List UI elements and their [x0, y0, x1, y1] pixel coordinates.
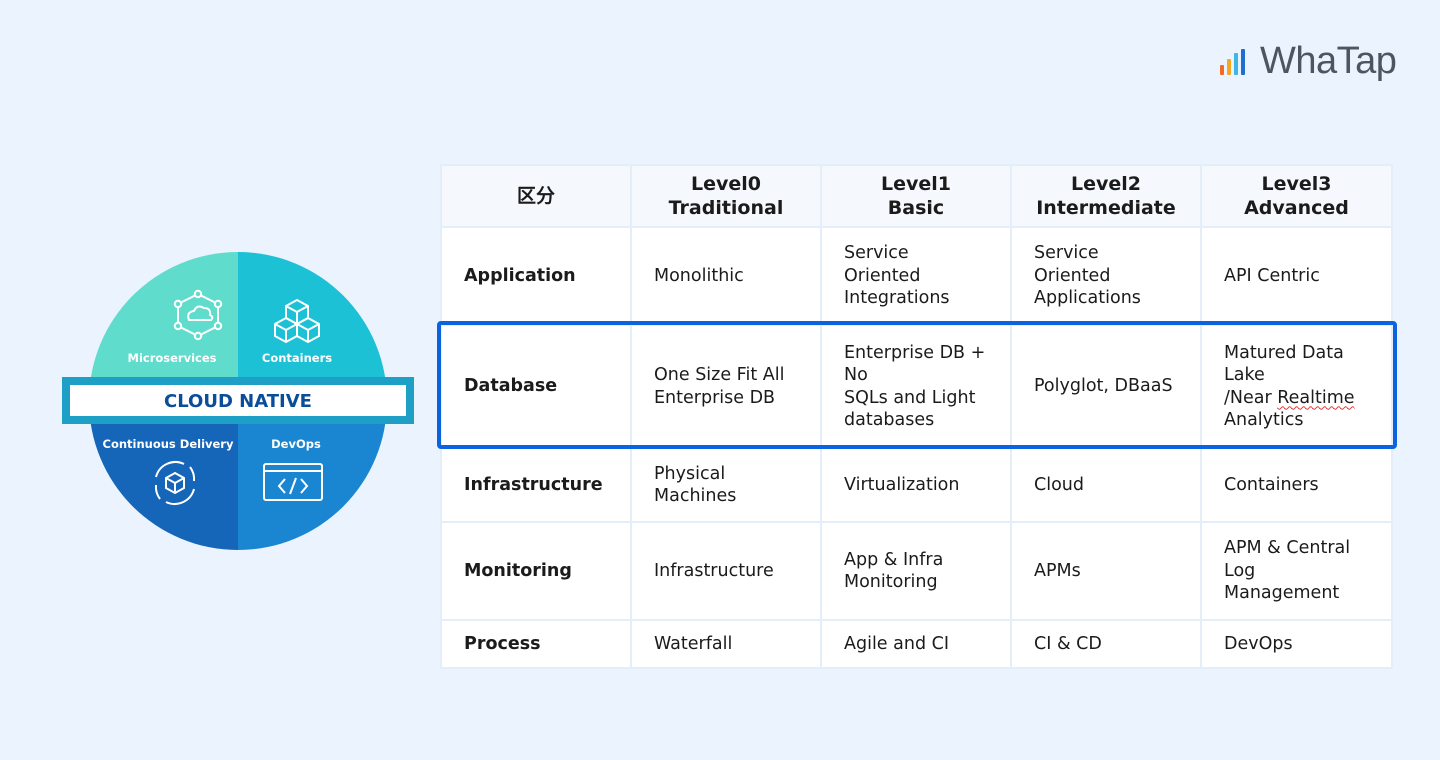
table-row: Infrastructure Physical Machines Virtualiz… [440, 447, 1393, 523]
cell-text: APM & Central Log Management [1224, 538, 1351, 604]
bar-chart-logo-icon [1220, 48, 1245, 75]
column-header-line1: Level3 [1261, 173, 1332, 195]
table-cell: App & Infra Monitoring [820, 521, 1012, 621]
cell-text: Waterfall [654, 633, 733, 654]
cell-text: Infrastructure [654, 560, 774, 581]
table-cell: API Centric [1200, 226, 1393, 326]
column-header-line2: Advanced [1244, 197, 1349, 219]
table-cell: APMs [1010, 521, 1202, 621]
cell-text: Matured Data Lake /Near Realtime Analyti… [1224, 342, 1355, 431]
devops-label: DevOps [271, 437, 321, 451]
table-cell: Agile and CI [820, 619, 1012, 669]
table-cell: Physical Machines [630, 447, 822, 523]
table-cell: APM & Central Log Management [1200, 521, 1393, 621]
table-cell: Infrastructure [630, 521, 822, 621]
column-header-line2: Basic [887, 197, 945, 219]
column-header-line1: Level1 [881, 173, 951, 195]
table-cell: Waterfall [630, 619, 822, 669]
table-cell: Virtualization [820, 447, 1012, 523]
row-label: Database [440, 324, 632, 449]
cell-text: Polyglot, DBaaS [1034, 376, 1173, 397]
cell-text: APMs [1034, 560, 1081, 581]
table-cell: Polyglot, DBaaS [1010, 324, 1202, 449]
cell-text: Service Oriented Applications [1034, 243, 1141, 309]
column-header-line2: Intermediate [1036, 197, 1176, 219]
cell-text: Physical Machines [654, 463, 737, 507]
table-row: Process Waterfall Agile and CI CI & CD DevOp… [440, 619, 1393, 669]
table-cell: Containers [1200, 447, 1393, 523]
code-window-icon [263, 463, 323, 501]
table-cell: Service Oriented Integrations [820, 226, 1012, 326]
cell-text: API Centric [1224, 265, 1320, 286]
cell-text: Virtualization [844, 474, 960, 495]
cell-text: DevOps [1224, 633, 1293, 654]
row-label: Process [440, 619, 632, 669]
table-row: Database One Size Fit All Enterprise DB En… [440, 324, 1393, 449]
continuous-delivery-label: Continuous Delivery [103, 437, 234, 451]
table-cell: Cloud [1010, 447, 1202, 523]
table-cell: DevOps [1200, 619, 1393, 669]
column-header-line2: Traditional [668, 197, 784, 219]
table-cell: CI & CD [1010, 619, 1202, 669]
microservices-label: Microservices [128, 351, 217, 365]
table-cell: Monolithic [630, 226, 822, 326]
stacked-boxes-icon [274, 298, 320, 344]
cell-text: One Size Fit All Enterprise DB [654, 365, 785, 408]
table-cell: Enterprise DB + No SQLs and Light databa… [820, 324, 1012, 449]
cell-text: CI & CD [1034, 633, 1102, 654]
column-header-line1: 区分 [516, 185, 555, 207]
cell-text: App & Infra Monitoring [844, 549, 944, 593]
cycle-box-icon [154, 461, 196, 505]
row-label: Monitoring [440, 521, 632, 621]
cell-text: Service Oriented Integrations [844, 243, 950, 309]
table-cell: Service Oriented Applications [1010, 226, 1202, 326]
cloud-native-diagram: Microservices Containers CLOUD NATIVE Co… [60, 248, 416, 554]
table-row: Application Monolithic Service Oriented In… [440, 226, 1393, 326]
cloud-native-title: CLOUD NATIVE [164, 391, 312, 412]
column-header-line1: Level0 [691, 173, 761, 195]
cell-text: Agile and CI [844, 633, 949, 654]
cell-text: Containers [1224, 474, 1319, 495]
table-cell: Matured Data Lake /Near Realtime Analyti… [1200, 324, 1393, 449]
table-row: Monitoring Infrastructure App & Infra Moni… [440, 521, 1393, 621]
network-cloud-icon [173, 289, 223, 341]
row-label: Application [440, 226, 632, 326]
whatap-logo: WhaTap [1218, 40, 1397, 83]
banner-inner [70, 385, 406, 416]
containers-label: Containers [262, 351, 332, 365]
logo-wordmark: WhaTap [1260, 40, 1397, 82]
cell-text: Enterprise DB + No SQLs and Light databa… [844, 342, 986, 431]
row-label: Infrastructure [440, 447, 632, 523]
table-cell: One Size Fit All Enterprise DB [630, 324, 822, 449]
cell-text: Monolithic [654, 265, 744, 286]
column-header-0: 区分 [440, 164, 632, 228]
column-header-line1: Level2 [1071, 173, 1141, 195]
cell-text: Cloud [1034, 474, 1084, 495]
